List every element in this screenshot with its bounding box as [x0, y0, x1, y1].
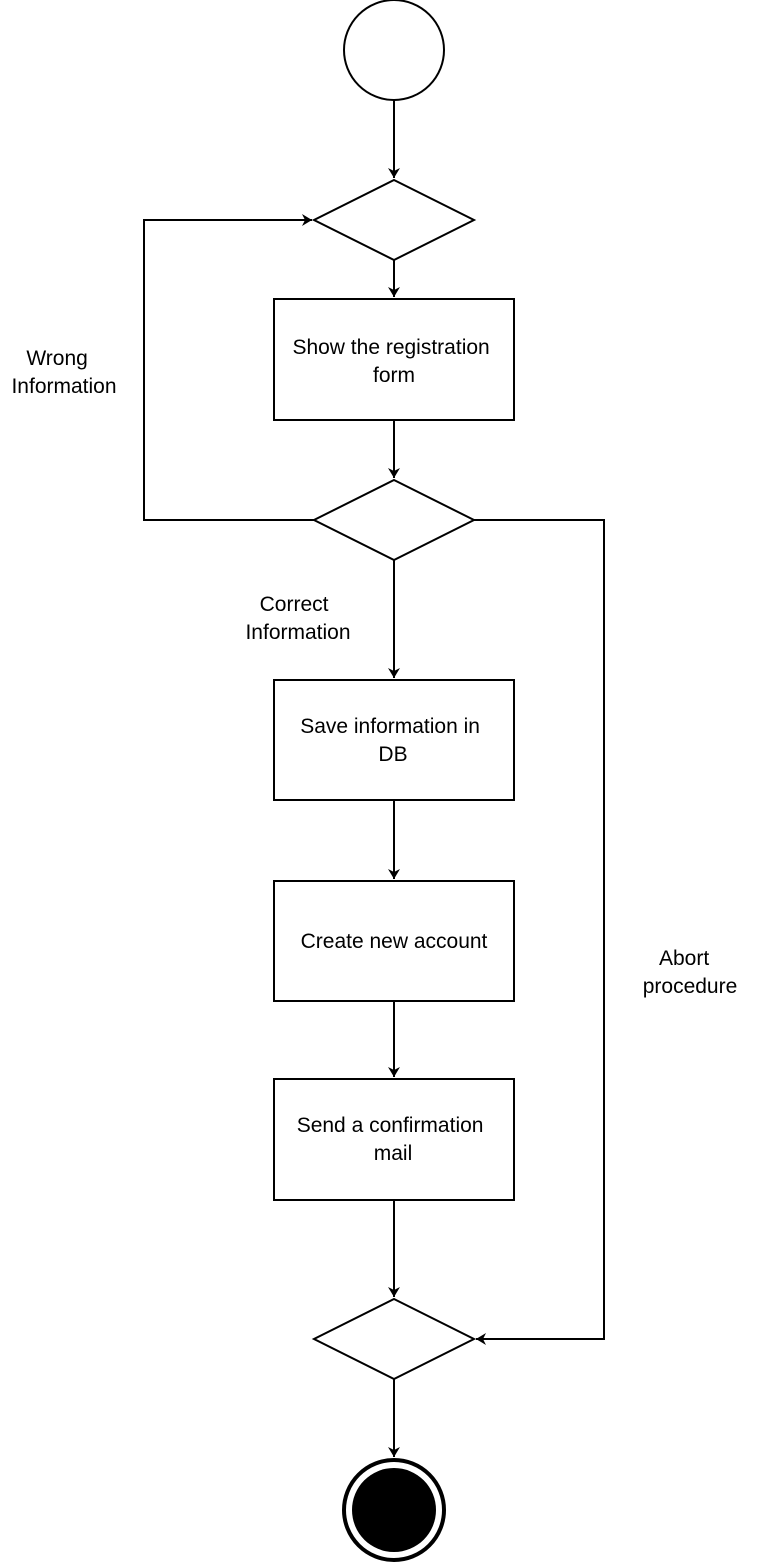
svg-text:Send a confirmation mail: Send a confirmation mail [297, 1114, 490, 1165]
edge-label-line: procedure [643, 975, 738, 998]
initial-node [343, 0, 445, 101]
action-label-line: Send a confirmation [297, 1114, 484, 1137]
action-label-line: mail [374, 1142, 413, 1165]
edge-wrong-information-loop [143, 214, 314, 521]
edges [143, 100, 605, 1457]
edge-label-abort-procedure: Abort procedure [643, 947, 738, 998]
action-show-registration-form: Show the registration form [273, 298, 515, 421]
final-node [342, 1458, 446, 1562]
edge-label-correct-information: Correct Information [245, 593, 350, 644]
edge-abort-procedure [474, 519, 605, 1345]
edge-label-line: Wrong [26, 347, 87, 370]
edge-label-line: Information [245, 621, 350, 644]
svg-text:Show the registration fo: Show the registration form [292, 336, 495, 387]
edge-label-line: Correct [260, 593, 329, 616]
action-send-confirmation-mail: Send a confirmation mail [273, 1078, 515, 1201]
action-label-line: form [373, 364, 415, 387]
merge-node-top [311, 178, 477, 262]
svg-text:Create new account: Create new account [301, 930, 488, 953]
action-label-line: DB [378, 743, 407, 766]
action-save-information: Save information in DB [273, 679, 515, 801]
action-label-line: Save information in [300, 715, 480, 738]
action-label-line: Create new account [301, 930, 488, 953]
action-label-line: Show the registration [292, 336, 489, 359]
action-create-account: Create new account [273, 880, 515, 1002]
edge-label-wrong-information: Wrong Information [11, 347, 116, 398]
edge-label-line: Information [11, 375, 116, 398]
edge-label-line: Abort [659, 947, 709, 970]
merge-node-bottom [311, 1297, 477, 1381]
decision-node [311, 478, 477, 562]
svg-text:Save information in DB: Save information in DB [300, 715, 486, 766]
